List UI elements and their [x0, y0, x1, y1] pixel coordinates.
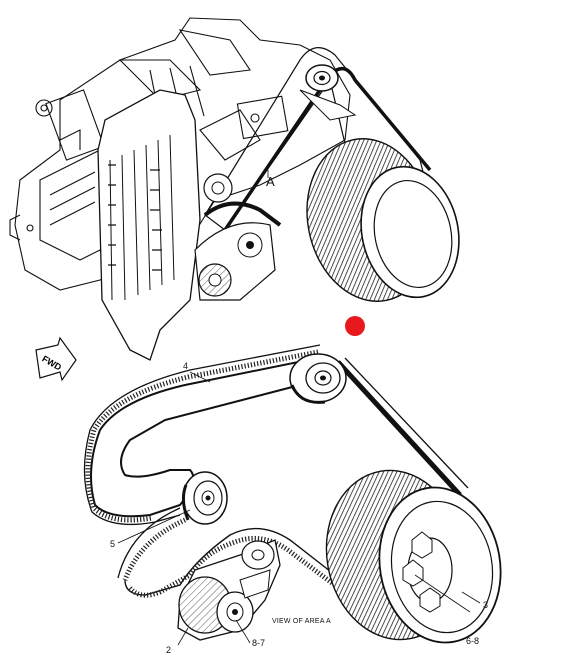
- view-caption: VIEW OF AREA A: [272, 618, 331, 625]
- forward-arrow: FWD: [35, 336, 77, 382]
- callout-tensioner-bolt: 8-7: [252, 638, 266, 648]
- upper-idler-pulley: [299, 64, 357, 121]
- highlight-marker: [345, 316, 365, 336]
- idler-pulley: [181, 471, 228, 525]
- callout-leaders: [117, 170, 481, 646]
- serpentine-belt: [83, 344, 469, 598]
- belt-tensioner: [177, 539, 281, 641]
- lower-idler-pulley: [289, 353, 347, 404]
- upper-tensioner: [194, 173, 276, 301]
- callout-idler: 5: [110, 539, 116, 549]
- callout-crank-bolts: 6-8: [466, 636, 480, 646]
- callout-belt: 4: [183, 361, 189, 371]
- callout-crank-pulley: 3: [483, 600, 489, 610]
- area-a-label: A: [266, 174, 275, 189]
- belt-guard-cover: [97, 89, 201, 361]
- crankshaft-pulley: [325, 469, 502, 644]
- callout-tensioner: 2: [166, 645, 172, 655]
- upper-crank-pulley: [306, 138, 460, 302]
